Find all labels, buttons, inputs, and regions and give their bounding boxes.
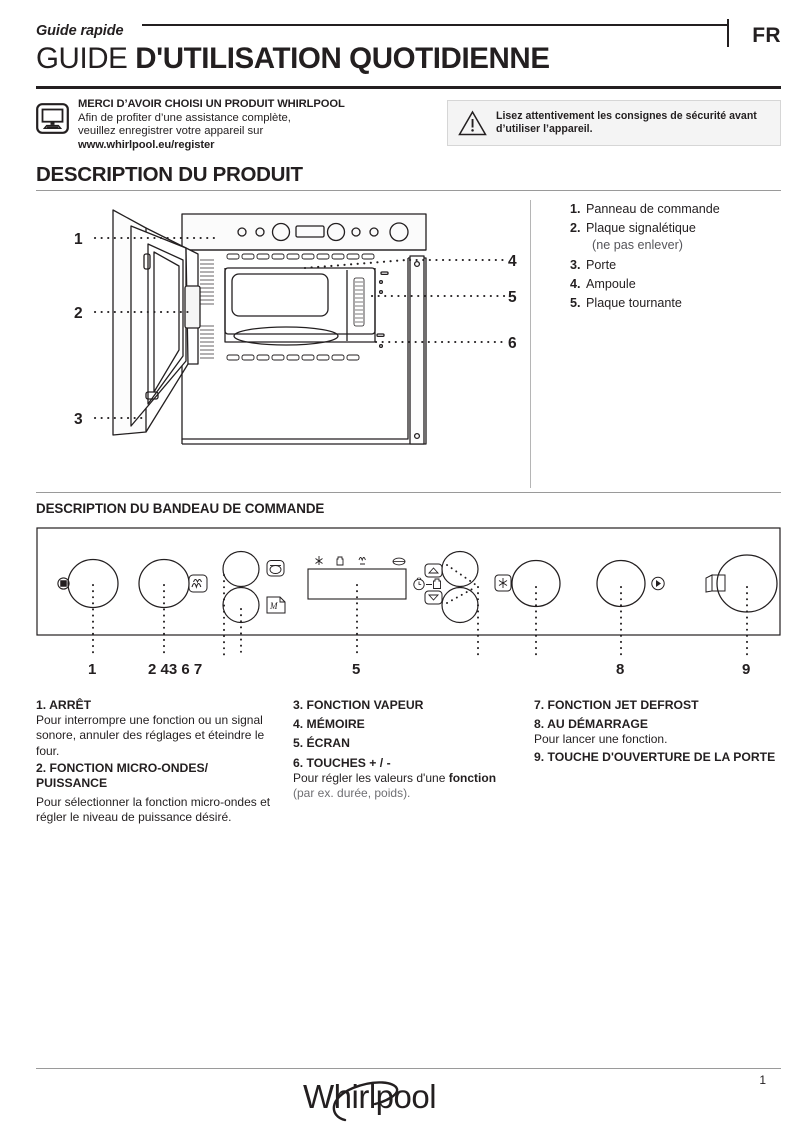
start-play-icon — [651, 576, 665, 591]
timer-clock-icon — [413, 577, 425, 591]
product-section-header: DESCRIPTION DU PRODUIT — [36, 163, 781, 192]
legend-title: 4. MÉMOIRE — [293, 717, 365, 732]
legend-paragraph: Pour régler les valeurs d'une fonction (… — [293, 771, 518, 801]
cp-callout-5: 5 — [352, 661, 360, 678]
door-open-icon — [705, 574, 726, 593]
cp-callout-2: 2 43 6 7 — [148, 661, 202, 678]
list-item: 5. Plaque tournante — [570, 294, 785, 313]
product-description-block: 1 2 3 4 5 6 1. Panneau de commande 2. Plaq… — [36, 196, 781, 491]
control-panel-section-title: DESCRIPTION DU BANDEAU DE COMMANDE — [36, 501, 325, 517]
part-label: Plaque tournante — [586, 296, 682, 311]
legend-title: 2. FONCTION MICRO-ONDES/ PUISSANCE — [36, 760, 208, 791]
product-divider — [530, 200, 532, 488]
page-title: GUIDE D'UTILISATION QUOTIDIENNE — [36, 42, 550, 76]
svg-text:2: 2 — [74, 305, 83, 322]
list-item: 1. Panneau de commande — [570, 200, 785, 219]
legend-paragraph: Pour sélectionner la fonction micro-onde… — [36, 795, 271, 825]
footer-rule — [36, 1068, 781, 1070]
part-number: 5. — [570, 296, 581, 311]
monitor-icon — [36, 103, 69, 134]
weight-scale-icon — [433, 578, 441, 589]
svg-text:4: 4 — [508, 253, 517, 270]
legend-para-bold: fonction — [448, 770, 497, 785]
legend-title: 6. TOUCHES + / - — [293, 755, 391, 770]
register-heading: MERCI D’AVOIR CHOISI UN PRODUIT WHIRLPOO… — [78, 98, 345, 110]
register-line2: veuillez enregistrer votre appareil sur — [78, 125, 264, 138]
legend-para-muted: (par ex. durée, poids). — [293, 786, 411, 801]
part-label: Ampoule — [586, 276, 636, 291]
legend-title: 3. FONCTION VAPEUR — [293, 698, 424, 712]
register-url[interactable]: www.whirlpool.eu/register — [78, 138, 215, 151]
stop-square-icon — [57, 577, 70, 590]
svg-text:M: M — [269, 601, 278, 611]
jet-defrost-icon — [494, 574, 512, 592]
page-number: 1 — [759, 1073, 766, 1087]
warning-line1: Lisez attentivement les consignes de séc… — [496, 110, 757, 122]
microwave-diagram: 1 2 3 4 5 6 — [36, 196, 528, 486]
svg-text:6: 6 — [508, 335, 517, 352]
part-number: 2. — [570, 221, 581, 236]
steam-function-icon — [266, 560, 285, 577]
register-line1: Afin de profiter d’une assistance complè… — [78, 111, 291, 124]
legend-title: 1. ARRÊT — [36, 698, 92, 712]
svg-text:5: 5 — [508, 289, 517, 306]
part-number: 1. — [570, 202, 581, 216]
cp-callout-1: 1 — [88, 661, 96, 678]
legend-title: 5. ÉCRAN — [293, 736, 350, 751]
list-item: 3. Porte — [570, 256, 785, 275]
whirlpool-logo: Whirlpool — [301, 1076, 501, 1124]
legend-column-1: 1. ARRÊT Pour interrompre une fonction o… — [36, 698, 276, 828]
part-number: 4. — [570, 276, 581, 291]
product-section-rule — [36, 190, 781, 192]
part-label: Panneau de commande — [586, 202, 720, 216]
language-badge: FR — [752, 24, 781, 47]
control-panel-rule — [36, 492, 781, 494]
product-section-title: DESCRIPTION DU PRODUIT — [36, 163, 303, 186]
control-panel-section-header: DESCRIPTION DU BANDEAU DE COMMANDE — [36, 492, 781, 516]
header-lang-tick — [727, 19, 729, 47]
warning-line2: d’utiliser l’appareil. — [496, 123, 593, 135]
header-kicker: Guide rapide — [36, 22, 124, 39]
list-item: 4. Ampoule — [570, 275, 785, 294]
warning-triangle-icon — [458, 110, 487, 136]
control-panel-diagram: M — [36, 527, 781, 679]
warning-text: Lisez attentivement les consignes de séc… — [496, 110, 757, 136]
legend-paragraph: Pour interrompre une fonction ou un sign… — [36, 713, 265, 758]
part-sublabel: (ne pas enlever) — [592, 238, 684, 253]
register-block: MERCI D’AVOIR CHOISI UN PRODUIT WHIRLPOO… — [36, 98, 406, 152]
list-item: 2. Plaque signalétique (ne pas enlever) — [570, 219, 785, 255]
register-text: MERCI D’AVOIR CHOISI UN PRODUIT WHIRLPOO… — [78, 98, 345, 152]
legend-title: 8. AU DÉMARRAGE — [534, 717, 648, 732]
svg-text:3: 3 — [74, 411, 83, 428]
header-underline — [36, 86, 781, 89]
part-label: Porte — [586, 257, 617, 272]
part-label: Plaque signalétique — [586, 221, 696, 236]
legend-column-3: 7. FONCTION JET DEFROST 8. AU DÉMARRAGE … — [534, 698, 781, 765]
legend-para-lead: Pour régler les valeurs d'une — [293, 770, 449, 785]
product-parts-list: 1. Panneau de commande 2. Plaque signaléti… — [570, 200, 785, 313]
legend-title: 9. TOUCHE D'OUVERTURE DE LA PORTE — [534, 749, 776, 764]
legend-paragraph: Pour lancer une fonction. — [534, 732, 668, 747]
page-title-bold: D'UTILISATION QUOTIDIENNE — [135, 42, 550, 75]
legend-column-2: 3. FONCTION VAPEUR 4. MÉMOIRE 5. ÉCRAN 6… — [293, 698, 518, 803]
notice-row: MERCI D’AVOIR CHOISI UN PRODUIT WHIRLPOO… — [36, 98, 781, 152]
page-header: Guide rapide FR GUIDE D'UTILISATION QUOT… — [36, 19, 781, 82]
safety-warning-box: Lisez attentivement les consignes de séc… — [447, 100, 781, 146]
part-number: 3. — [570, 257, 581, 272]
header-rule — [141, 24, 727, 26]
cp-callout-8: 8 — [616, 661, 624, 678]
microwave-power-icon — [188, 574, 208, 593]
page-title-light: GUIDE — [36, 42, 136, 75]
display-status-icons — [315, 556, 406, 566]
svg-text:1: 1 — [74, 231, 83, 248]
legend-title: 7. FONCTION JET DEFROST — [534, 698, 699, 712]
memory-icon: M — [266, 596, 286, 614]
cp-callout-9: 9 — [742, 661, 750, 678]
